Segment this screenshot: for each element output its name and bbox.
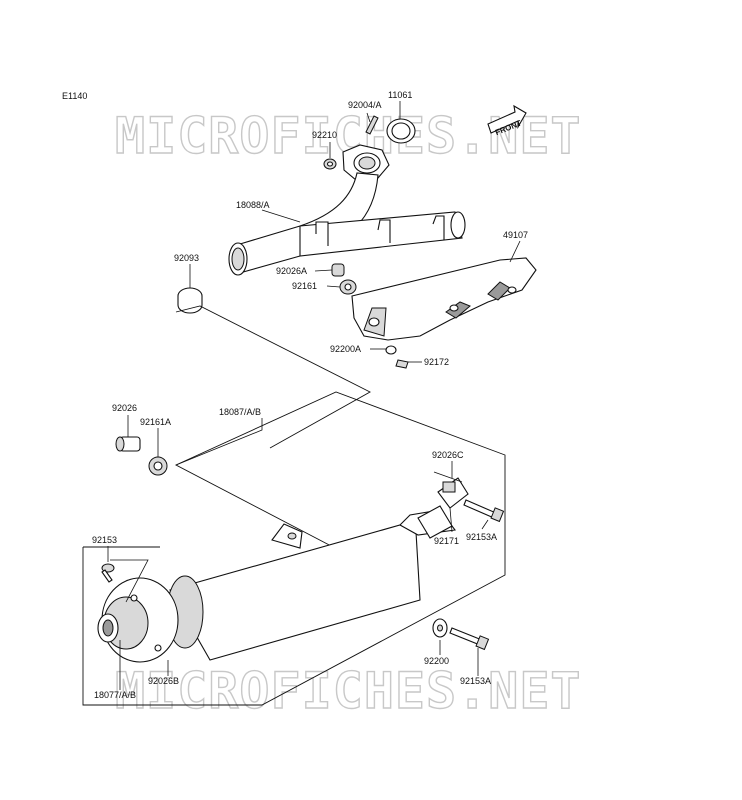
- label-92161a: 92161A: [140, 417, 171, 427]
- muffler-18087ab: [97, 505, 457, 663]
- bolt-92153a-upper: [463, 499, 505, 523]
- label-92026a: 92026A: [276, 266, 307, 276]
- label-49107: 49107: [503, 230, 528, 240]
- diagram-code: E1140: [62, 91, 87, 101]
- heat-guard-49107: [351, 257, 537, 341]
- label-18087ab: 18087/A/B: [219, 407, 261, 417]
- label-92153: 92153: [92, 535, 117, 545]
- collar-92026: [115, 436, 141, 452]
- label-92172: 92172: [424, 357, 449, 367]
- stud-92004a: [365, 115, 379, 135]
- label-11061: 11061: [388, 90, 412, 100]
- label-92026c: 92026C: [432, 450, 464, 460]
- damper-92161: [339, 279, 357, 295]
- part-labels: 11061 92004/A 92210 18088/A 49107 92093 …: [92, 90, 528, 700]
- upper-leader-lines: [175, 101, 521, 449]
- label-18088a: 18088/A: [236, 200, 270, 210]
- label-92200a: 92200A: [330, 344, 361, 354]
- bolt-92153: [101, 563, 115, 583]
- header-pipe-18088a: [228, 144, 466, 276]
- label-18077ab: 18077/A/B: [94, 690, 136, 700]
- nut-92210: [323, 158, 337, 170]
- label-92210: 92210: [312, 130, 337, 140]
- label-92171: 92171: [434, 536, 459, 546]
- screw-92172: [395, 359, 409, 369]
- lower-assembly-frame: [82, 391, 506, 706]
- clamp-92171: [437, 477, 469, 509]
- watermark-bottom: MICROFICHES.NET: [115, 662, 582, 720]
- label-92093: 92093: [174, 253, 199, 263]
- collar-92026a: [331, 263, 345, 277]
- label-92026: 92026: [112, 403, 137, 413]
- label-92200: 92200: [424, 656, 449, 666]
- washer-92200a: [385, 345, 397, 355]
- label-92153a-2: 92153A: [460, 676, 491, 686]
- label-92153a-1: 92153A: [466, 532, 497, 542]
- label-92004a: 92004/A: [348, 100, 382, 110]
- lower-leader-lines: [107, 415, 489, 690]
- bolt-92153a-lower: [449, 627, 490, 651]
- label-92026b: 92026B: [148, 676, 179, 686]
- damper-92161a: [148, 456, 168, 476]
- washer-92200: [432, 618, 448, 638]
- collar-92093: [177, 287, 203, 314]
- gasket-11061: [386, 118, 416, 144]
- label-92161: 92161: [292, 281, 317, 291]
